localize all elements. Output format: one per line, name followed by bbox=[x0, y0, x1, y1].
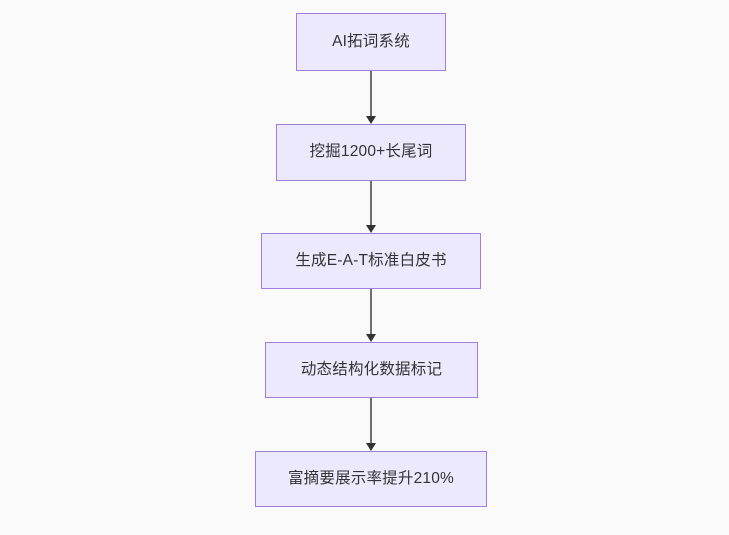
flow-node-ai-keyword-system[interactable]: AI拓词系统 bbox=[296, 13, 446, 71]
edge-n1-n2 bbox=[370, 71, 372, 116]
flow-node-structured-data-markup[interactable]: 动态结构化数据标记 bbox=[265, 342, 478, 398]
edge-n4-n5 bbox=[370, 398, 372, 443]
arrowhead-n3-n4 bbox=[366, 334, 376, 342]
flow-node-longtail-mining[interactable]: 挖掘1200+长尾词 bbox=[276, 124, 466, 181]
arrowhead-n1-n2 bbox=[366, 116, 376, 124]
arrowhead-n4-n5 bbox=[366, 443, 376, 451]
flow-node-eat-whitepaper[interactable]: 生成E-A-T标准白皮书 bbox=[261, 233, 481, 289]
arrowhead-n2-n3 bbox=[366, 225, 376, 233]
flow-node-rich-snippet-uplift[interactable]: 富摘要展示率提升210% bbox=[255, 451, 487, 507]
edge-n2-n3 bbox=[370, 181, 372, 225]
edge-n3-n4 bbox=[370, 289, 372, 334]
